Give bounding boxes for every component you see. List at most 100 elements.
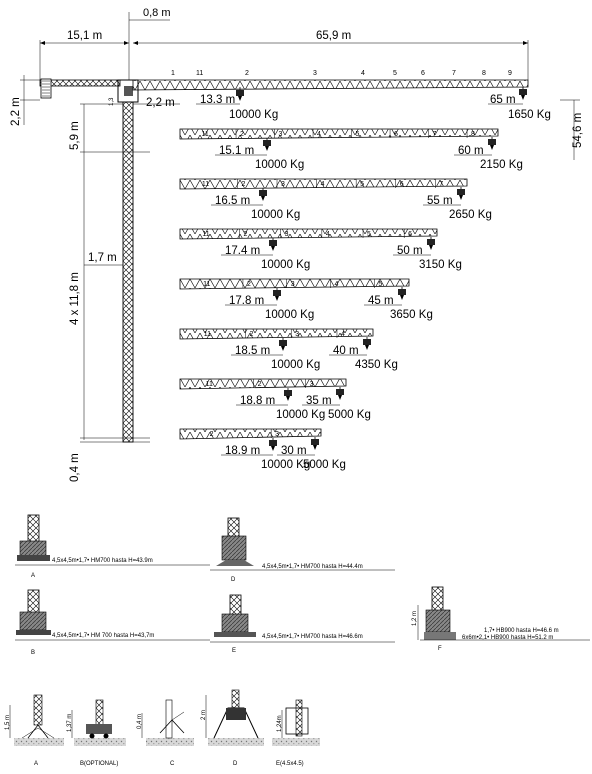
segment-number: 2: [247, 281, 251, 288]
inner-distance: 18.9 m: [225, 445, 260, 457]
anchorage-b: 1,37 m B(OPTIONAL): [67, 699, 126, 767]
inner-distance: 15.1 m: [219, 145, 254, 157]
counterweight: [40, 78, 52, 99]
segment-number: 7: [439, 181, 443, 188]
segment-number: 3: [279, 131, 283, 138]
tip-distance: 50 m: [397, 245, 423, 257]
inner-trolley-hook: [284, 388, 292, 401]
inner-trolley-hook: [259, 188, 267, 201]
tip-trolley-hook: [398, 287, 406, 300]
cab-offset-dim: 2,2 m: [146, 97, 175, 109]
anchor-letter: C: [170, 761, 175, 767]
inner-trolley-hook: [269, 238, 277, 251]
segment-number: 8: [482, 70, 486, 77]
tower-sections-dim: 4 x 11,8 m: [69, 272, 81, 325]
inner-distance: 17.4 m: [225, 245, 260, 257]
anchorages: 1,5 m A 1,37 m B(OPTIONAL) 0,4 m C: [5, 689, 320, 767]
tip-distance: 60 m: [458, 145, 484, 157]
tip-load: 5000 Kg: [303, 459, 346, 471]
operator-cab: [124, 86, 133, 96]
segment-number: 1: [171, 70, 175, 77]
inner-load: 10000 Kg: [251, 209, 300, 221]
inner-load: 10000 Kg: [271, 359, 320, 371]
segment-number: 8: [471, 131, 475, 138]
base-type-d: 4,5x4,5m•1,7• HM700 hasta H=44.4m D: [210, 517, 395, 583]
inner-distance: 18.5 m: [235, 345, 270, 357]
segment-number: 3: [275, 431, 279, 438]
segment-number: 9: [508, 70, 512, 77]
inner-load: 10000 Kg: [261, 459, 310, 471]
anchor-letter: B(OPTIONAL): [80, 761, 118, 767]
counter-jib-dim: 15,1 m: [67, 30, 102, 42]
config-jib: [179, 428, 322, 440]
main-crane-elevation: 1 11 2 3 4 5 6 7 8 9 0,8 m 15,1 m 65,9 m…: [10, 7, 584, 482]
segment-number: 3: [310, 381, 314, 388]
base-spec-text: 4,5x4,5m•1,7• HM700 hasta H=44.4m: [262, 564, 363, 570]
segment-number: 3: [285, 231, 289, 238]
segment-number: 5: [356, 131, 360, 138]
base-type-a: 4,5x4,5m•1,7• HM700 hasta H=43.9m A: [15, 514, 210, 579]
segment-number: 11: [202, 181, 209, 188]
anchor-letter: D: [233, 761, 238, 767]
inner-load: 10000 Kg: [276, 409, 325, 421]
tip-distance: 55 m: [427, 195, 453, 207]
anchor-letter: A: [34, 761, 38, 767]
segment-number: 11: [202, 231, 209, 238]
inner-distance: 17.8 m: [229, 295, 264, 307]
segment-number: 4: [335, 281, 339, 288]
inner-distance: 18.8 m: [240, 395, 275, 407]
anchorage-e: 1,24m E(4.5x4.5): [272, 699, 320, 767]
tip-load: 3650 Kg: [390, 309, 433, 321]
tip-trolley-hook: [519, 87, 527, 100]
inner-trolley-hook: [273, 288, 281, 301]
base-letter: B: [31, 650, 35, 656]
segment-number: 2: [244, 231, 248, 238]
tip-trolley-hook: [336, 387, 344, 400]
base-height-dim: 1,2 m: [412, 611, 418, 626]
anchorage-c: 0,4 m C: [137, 699, 194, 767]
inner-trolley-hook: [236, 87, 244, 101]
main-jib: [132, 79, 529, 91]
inner-distance: 16.5 m: [215, 195, 250, 207]
segment-number: 4: [326, 231, 330, 238]
config-jib: [179, 228, 438, 240]
anchor-height-dim: 1,24m: [277, 715, 283, 732]
anchorage-d: 2 m D: [201, 689, 264, 767]
anchor-letter: E(4.5x4.5): [276, 761, 304, 767]
segment-number: 3: [281, 181, 285, 188]
segment-number: 11: [202, 131, 209, 138]
cab-label: 1,3: [109, 97, 115, 106]
segment-number: 5: [378, 281, 382, 288]
tip-distance: 35 m: [306, 395, 332, 407]
inner-load: 10000 Kg: [261, 259, 310, 271]
base-type-e: 4,5x4,5m•1,7• HM700 hasta H=46.6m E: [210, 594, 395, 654]
base-type-f: 1,2 m 1,7• HB900 hasta H=46.6 m 6x6m•2,1…: [412, 586, 590, 652]
tip-load: 3150 Kg: [419, 259, 462, 271]
base-spec-text: 4,5x4,5m•1,7• HM 700 hasta H=43,7m: [52, 633, 154, 639]
segment-number: 4: [341, 331, 345, 338]
segment-number: 2: [241, 181, 245, 188]
base-type-b: 4,5x4,5m•1,7• HM 700 hasta H=43,7m B: [15, 589, 210, 656]
segment-number: 4: [321, 181, 325, 188]
segment-number: 2: [249, 331, 253, 338]
base-spec-text: 6x6m•2,1• HB900 hasta H=51.2 m: [462, 635, 553, 641]
segment-number: 6: [408, 231, 412, 238]
tip-distance: 65 m: [490, 94, 516, 106]
segment-number: 4: [317, 131, 321, 138]
mast-width-dim: 1,7 m: [88, 252, 117, 264]
base-letter: E: [232, 648, 236, 654]
total-height-dim: 54,6 m: [572, 113, 584, 148]
segment-number: 11: [206, 381, 213, 388]
config-jib: [179, 378, 347, 390]
anchor-height-dim: 1,37 m: [67, 714, 73, 732]
base-letter: A: [31, 573, 35, 579]
anchor-height-dim: 2 m: [201, 710, 207, 720]
counter-jib: [39, 79, 121, 87]
config-jib: [179, 278, 410, 290]
segment-number: 7: [433, 131, 437, 138]
